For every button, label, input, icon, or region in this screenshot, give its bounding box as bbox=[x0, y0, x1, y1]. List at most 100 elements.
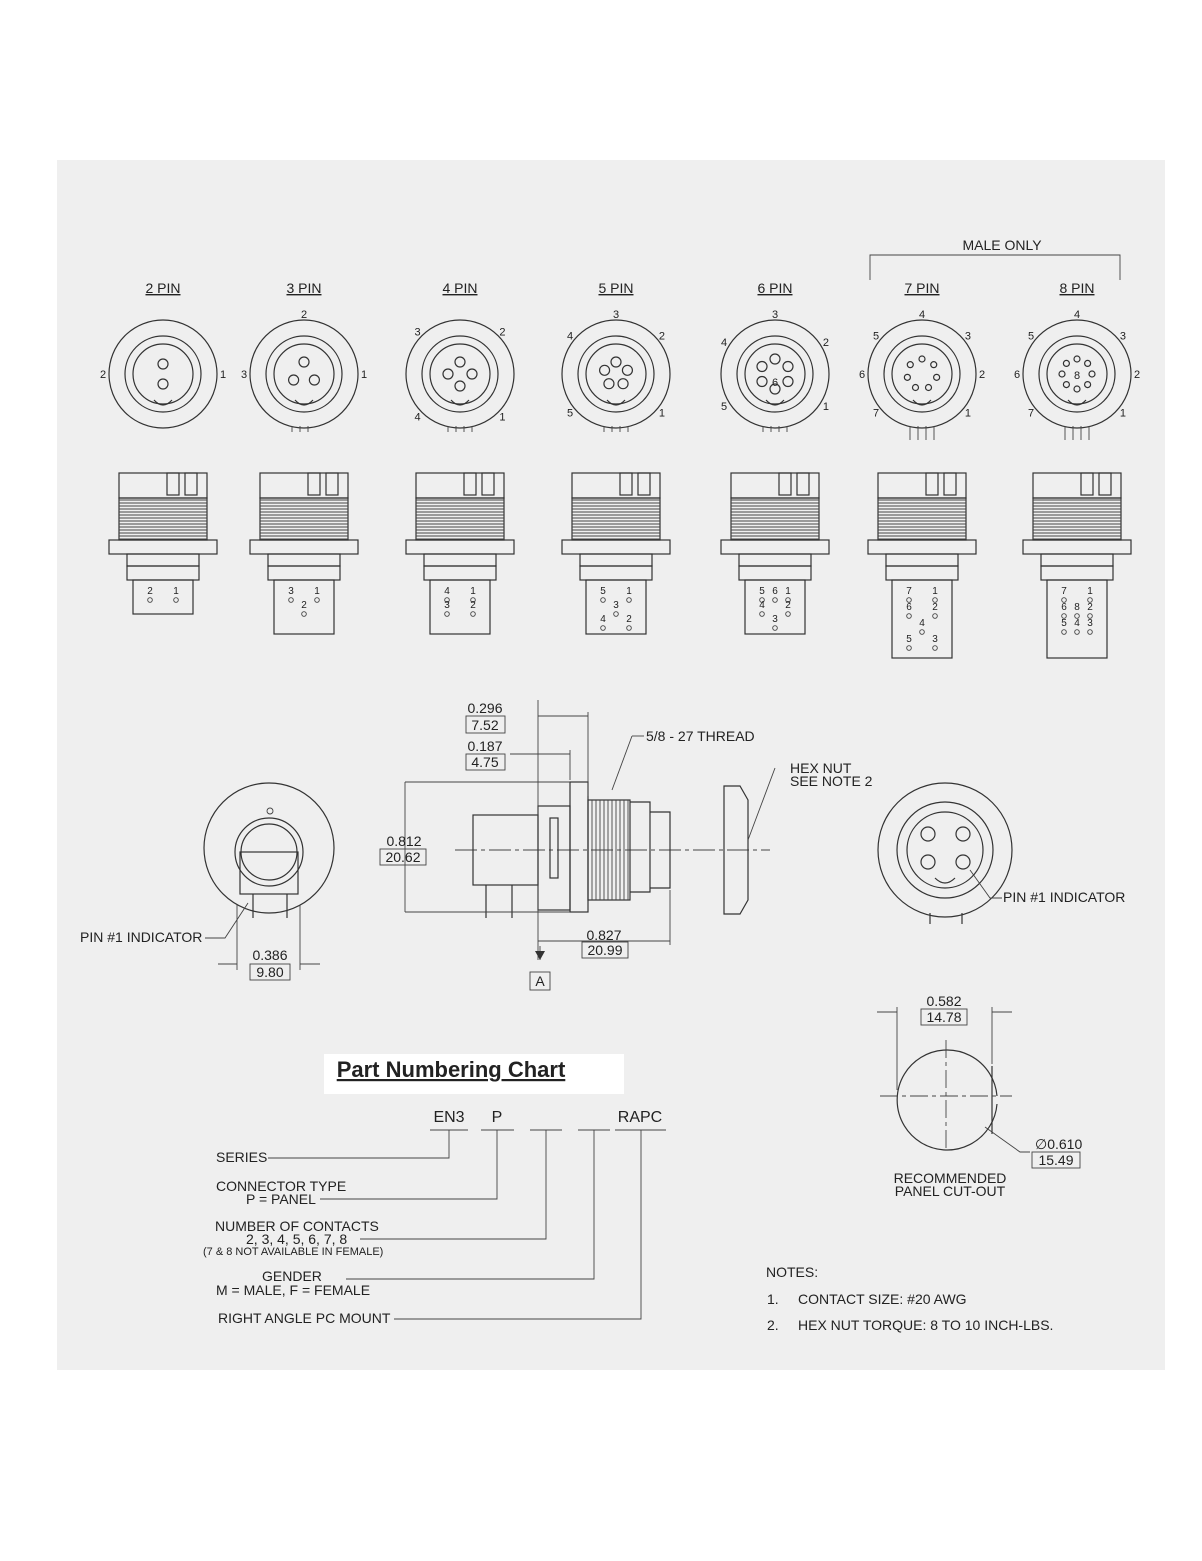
pin-number: 7 bbox=[873, 408, 879, 420]
pcb-pin-number: 2 bbox=[932, 602, 938, 613]
pcb-pin-number: 3 bbox=[613, 600, 619, 611]
pin-number: 3 bbox=[241, 369, 247, 381]
pin-number: 4 bbox=[919, 309, 925, 321]
pcb-pin-number: 4 bbox=[759, 600, 765, 611]
code-mount: RAPC bbox=[618, 1109, 662, 1126]
pcb-pin-number: 2 bbox=[470, 600, 476, 611]
pin-number: 5 bbox=[1028, 330, 1034, 342]
pin-number: 3 bbox=[1120, 330, 1126, 342]
pcb-pin-number: 5 bbox=[759, 586, 765, 597]
pcb-pin-number: 6 bbox=[906, 602, 912, 613]
pin-number: 2 bbox=[499, 327, 505, 339]
cutout-dia-mm: 15.49 bbox=[1038, 1152, 1073, 1168]
side-view: A 0.296 7.52 0.187 4.75 0.812 20.62 0.82… bbox=[379, 700, 873, 991]
label-series: SERIES bbox=[216, 1149, 267, 1165]
connector-label: 6 PIN bbox=[757, 280, 792, 296]
connector-label: 4 PIN bbox=[442, 280, 477, 296]
rear-width-mm: 9.80 bbox=[256, 964, 283, 980]
notes: NOTES: 1. CONTACT SIZE: #20 AWG 2. HEX N… bbox=[766, 1264, 1053, 1333]
label-mount: RIGHT ANGLE PC MOUNT bbox=[218, 1310, 391, 1326]
pcb-pin-number: 8 bbox=[1074, 602, 1080, 613]
pcb-pin-number: 3 bbox=[1087, 618, 1093, 629]
pin-number: 1 bbox=[965, 408, 971, 420]
pcb-pin-number: 2 bbox=[1087, 602, 1093, 613]
pin-number: 4 bbox=[1074, 309, 1080, 321]
pin-number: 2 bbox=[823, 337, 829, 349]
pin-number: 3 bbox=[613, 309, 619, 321]
note-2-number: 2. bbox=[767, 1317, 779, 1333]
pcb-pin-number: 2 bbox=[147, 586, 153, 597]
cutout-caption-1: RECOMMENDED bbox=[894, 1170, 1007, 1186]
pcb-pin-number: 7 bbox=[1061, 586, 1067, 597]
code-series: EN3 bbox=[433, 1109, 464, 1126]
pcb-pin-number: 6 bbox=[772, 586, 778, 597]
pin-number: 3 bbox=[965, 330, 971, 342]
connector-label: 8 PIN bbox=[1059, 280, 1094, 296]
male-only-bracket: MALE ONLY bbox=[869, 237, 1121, 280]
height-inch: 0.812 bbox=[386, 833, 421, 849]
note-contacts: (7 & 8 NOT AVAILABLE IN FEMALE) bbox=[203, 1246, 383, 1258]
pin-number: 2 bbox=[301, 309, 307, 321]
pcb-pin-number: 1 bbox=[932, 586, 938, 597]
pcb-pin-number: 1 bbox=[1087, 586, 1093, 597]
pin-number: 2 bbox=[1134, 369, 1140, 381]
pcb-pin-number: 4 bbox=[600, 614, 606, 625]
value-contacts: 2, 3, 4, 5, 6, 7, 8 bbox=[246, 1231, 347, 1247]
panel-cutout: 0.582 14.78 ∅0.610 15.49 RECOMMENDED PAN… bbox=[877, 993, 1082, 1199]
pcb-pin-number: 6 bbox=[1061, 602, 1067, 613]
pin-number: 1 bbox=[220, 369, 226, 381]
pcb-pin-number: 2 bbox=[301, 600, 307, 611]
notes-heading: NOTES: bbox=[766, 1264, 818, 1280]
connector-label: 3 PIN bbox=[286, 280, 321, 296]
pin-number: 2 bbox=[979, 369, 985, 381]
pcb-pin-number: 4 bbox=[444, 586, 450, 597]
pcb-pin-number: 3 bbox=[932, 634, 938, 645]
pcb-pin-number: 1 bbox=[785, 586, 791, 597]
pcb-pin-number: 4 bbox=[1074, 618, 1080, 629]
pcb-pin-number: 4 bbox=[919, 618, 925, 629]
cutout-width-mm: 14.78 bbox=[926, 1009, 961, 1025]
dim-a-mm: 7.52 bbox=[471, 717, 498, 733]
pin-number: 7 bbox=[1028, 408, 1034, 420]
pin-number: 4 bbox=[415, 411, 421, 423]
cutout-dia-inch: ∅0.610 bbox=[1035, 1136, 1082, 1152]
code-type: P bbox=[492, 1109, 503, 1126]
pcb-pin-number: 1 bbox=[470, 586, 476, 597]
value-connector-type: P = PANEL bbox=[246, 1191, 316, 1207]
connector-side-4-pin: 4 1 3 2 bbox=[405, 472, 515, 635]
pin-number: 1 bbox=[1120, 408, 1126, 420]
pcb-pin-number: 2 bbox=[626, 614, 632, 625]
pin-number: 4 bbox=[721, 337, 727, 349]
cutout-width-inch: 0.582 bbox=[926, 993, 961, 1009]
length-mm: 20.99 bbox=[587, 942, 622, 958]
rear-width-inch: 0.386 bbox=[252, 947, 287, 963]
pcb-pin-number: 1 bbox=[314, 586, 320, 597]
pin-number: 6 bbox=[859, 369, 865, 381]
hex-nut-label: HEX NUT bbox=[790, 760, 852, 776]
front-view: PIN #1 INDICATOR bbox=[877, 782, 1125, 924]
value-gender: M = MALE, F = FEMALE bbox=[216, 1282, 370, 1298]
label-contacts: NUMBER OF CONTACTS bbox=[215, 1218, 379, 1234]
pcb-pin-number: 1 bbox=[626, 586, 632, 597]
pcb-pin-number: 7 bbox=[906, 586, 912, 597]
pcb-pin-number: 3 bbox=[444, 600, 450, 611]
pcb-pin-number: 3 bbox=[772, 614, 778, 625]
pcb-pin-number: 1 bbox=[173, 586, 179, 597]
pcb-pin-number: 2 bbox=[785, 600, 791, 611]
thread-label: 5/8 - 27 THREAD bbox=[646, 728, 755, 744]
pin-number: 1 bbox=[499, 411, 505, 423]
rear-pin1-indicator: PIN #1 INDICATOR bbox=[80, 929, 202, 945]
pcb-pin-number: 5 bbox=[600, 586, 606, 597]
connector-side-5-pin: 5 134 2 bbox=[561, 472, 671, 635]
connector-label: 5 PIN bbox=[598, 280, 633, 296]
